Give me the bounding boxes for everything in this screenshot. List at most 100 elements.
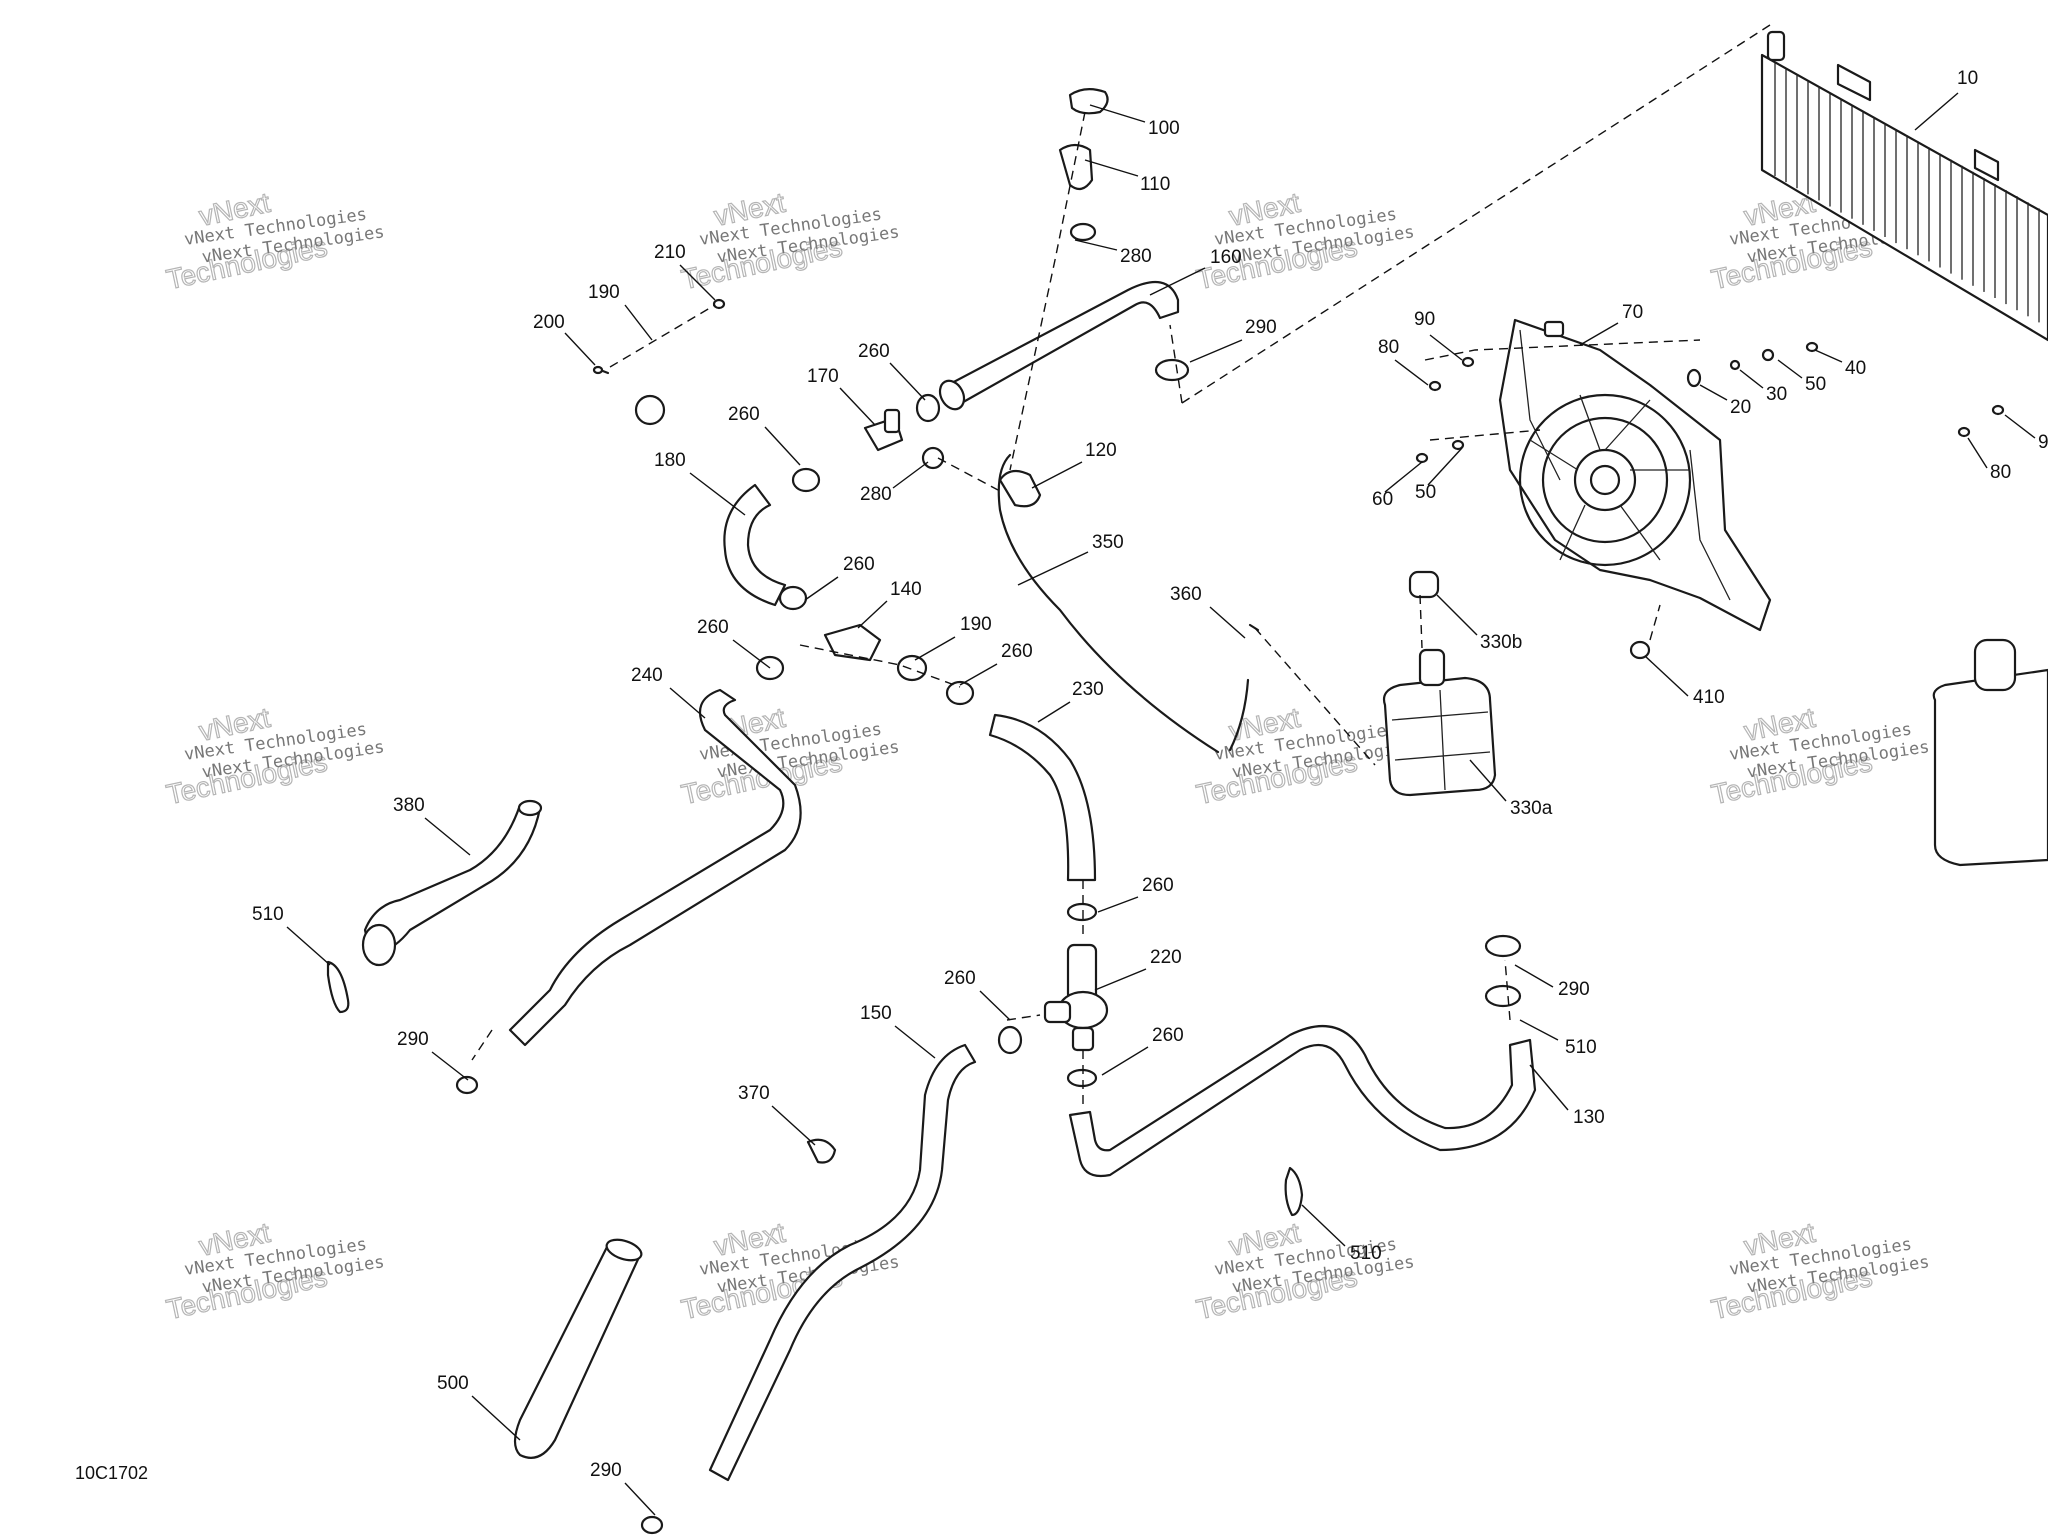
callout-label-120: 120 — [1085, 440, 1117, 461]
hardware-fan-mounts — [1248, 341, 2005, 660]
callout-label-260: 260 — [1142, 875, 1174, 896]
leader-line-260 — [1097, 896, 1139, 913]
callout-label-210: 210 — [654, 242, 686, 263]
hose-part-150 — [708, 1043, 977, 1482]
callout-label-290: 290 — [590, 1460, 622, 1481]
leader-line-50 — [1777, 359, 1803, 379]
hose-clamp — [997, 1025, 1023, 1055]
hose-clamp — [1484, 934, 1522, 958]
callout-label-260: 260 — [858, 341, 890, 362]
leader-line-120 — [1031, 461, 1083, 489]
callout-label-9: 9 — [2038, 432, 2048, 453]
callout-label-260: 260 — [843, 554, 875, 575]
leader-line-190 — [624, 304, 653, 341]
tee-part-140 — [823, 623, 882, 662]
callout-label-240: 240 — [631, 665, 663, 686]
hose-clamps — [455, 222, 1522, 1535]
callout-label-150: 150 — [860, 1003, 892, 1024]
leader-line-190 — [914, 636, 956, 661]
hose-clamp — [945, 680, 975, 706]
callout-label-260: 260 — [1001, 641, 1033, 662]
drawing-id: 10C1702 — [75, 1463, 148, 1483]
leader-line-40 — [1814, 349, 1843, 363]
leader-line-70 — [1579, 322, 1619, 346]
leader-line-510 — [1301, 1204, 1346, 1247]
callout-label-260: 260 — [728, 404, 760, 425]
callout-label-350: 350 — [1092, 532, 1124, 553]
callout-label-30: 30 — [1766, 384, 1787, 405]
hose-clamp — [1484, 984, 1522, 1008]
callout-label-50: 50 — [1805, 374, 1826, 395]
hose-clamp — [778, 585, 808, 611]
callout-label-200: 200 — [533, 312, 565, 333]
callout-label-130: 130 — [1573, 1107, 1605, 1128]
callout-label-290: 290 — [1558, 979, 1590, 1000]
filler-neck-part-110 — [1058, 143, 1094, 191]
assembly-dash-lines — [471, 24, 1771, 1105]
leader-line-50 — [1427, 447, 1463, 486]
seal-rings-part-510 — [326, 960, 1304, 1217]
leader-line-360 — [1209, 606, 1246, 639]
callout-label-280: 280 — [860, 484, 892, 505]
leader-line-160 — [1149, 267, 1206, 296]
callout-label-360: 360 — [1170, 584, 1202, 605]
leader-line-260 — [979, 990, 1011, 1021]
leader-line-80 — [1394, 359, 1429, 386]
callout-label-230: 230 — [1072, 679, 1104, 700]
callout-label-190: 190 — [960, 614, 992, 635]
leader-line-30 — [1739, 369, 1764, 389]
callout-label-90: 90 — [1414, 309, 1435, 330]
callout-label-260: 260 — [697, 617, 729, 638]
leader-line-140 — [857, 600, 888, 629]
leader-line-150 — [894, 1025, 936, 1059]
callout-label-190: 190 — [588, 282, 620, 303]
leader-line-240 — [669, 687, 706, 719]
leader-line-230 — [1037, 701, 1071, 723]
callout-label-100: 100 — [1148, 118, 1180, 139]
callout-label-510: 510 — [1565, 1037, 1597, 1058]
callout-label-40: 40 — [1845, 358, 1866, 379]
callout-label-80: 80 — [1990, 462, 2011, 483]
fitting-part-170 — [863, 408, 904, 452]
leader-line-290 — [1514, 964, 1554, 988]
hose-clamp — [1154, 358, 1190, 382]
callout-label-20: 20 — [1730, 397, 1751, 418]
callout-label-290: 290 — [397, 1029, 429, 1050]
hose-clamp — [1066, 902, 1098, 922]
callout-label-140: 140 — [890, 579, 922, 600]
leader-line-220 — [1094, 968, 1147, 991]
hose-part-500 — [513, 1243, 642, 1459]
callout-label-160: 160 — [1210, 247, 1242, 268]
leader-line-350 — [1017, 551, 1089, 586]
callout-label-500: 500 — [437, 1373, 469, 1394]
hose-part-380 — [363, 803, 542, 954]
callout-label-10: 10 — [1957, 68, 1978, 89]
callout-leaders — [286, 92, 2036, 1516]
hose-clamp — [455, 1075, 479, 1095]
hose-clamp — [915, 393, 941, 423]
callout-label-370: 370 — [738, 1083, 770, 1104]
leader-line-290 — [624, 1482, 656, 1516]
callout-label-80: 80 — [1378, 337, 1399, 358]
hose-clamp — [896, 654, 928, 682]
hose-part-180 — [723, 483, 787, 607]
hose-part-240 — [508, 688, 802, 1047]
callout-label-410: 410 — [1693, 687, 1725, 708]
leader-line-260 — [764, 426, 801, 466]
screw-part-210 — [712, 298, 726, 310]
thermostat-housing-part-220 — [1043, 943, 1109, 1052]
callout-label-290: 290 — [1245, 317, 1277, 338]
leader-line-260 — [732, 639, 771, 669]
leader-line-10 — [1914, 92, 1959, 131]
leader-line-260 — [804, 576, 839, 601]
reservoir-partial-right-edge — [1932, 638, 2048, 867]
